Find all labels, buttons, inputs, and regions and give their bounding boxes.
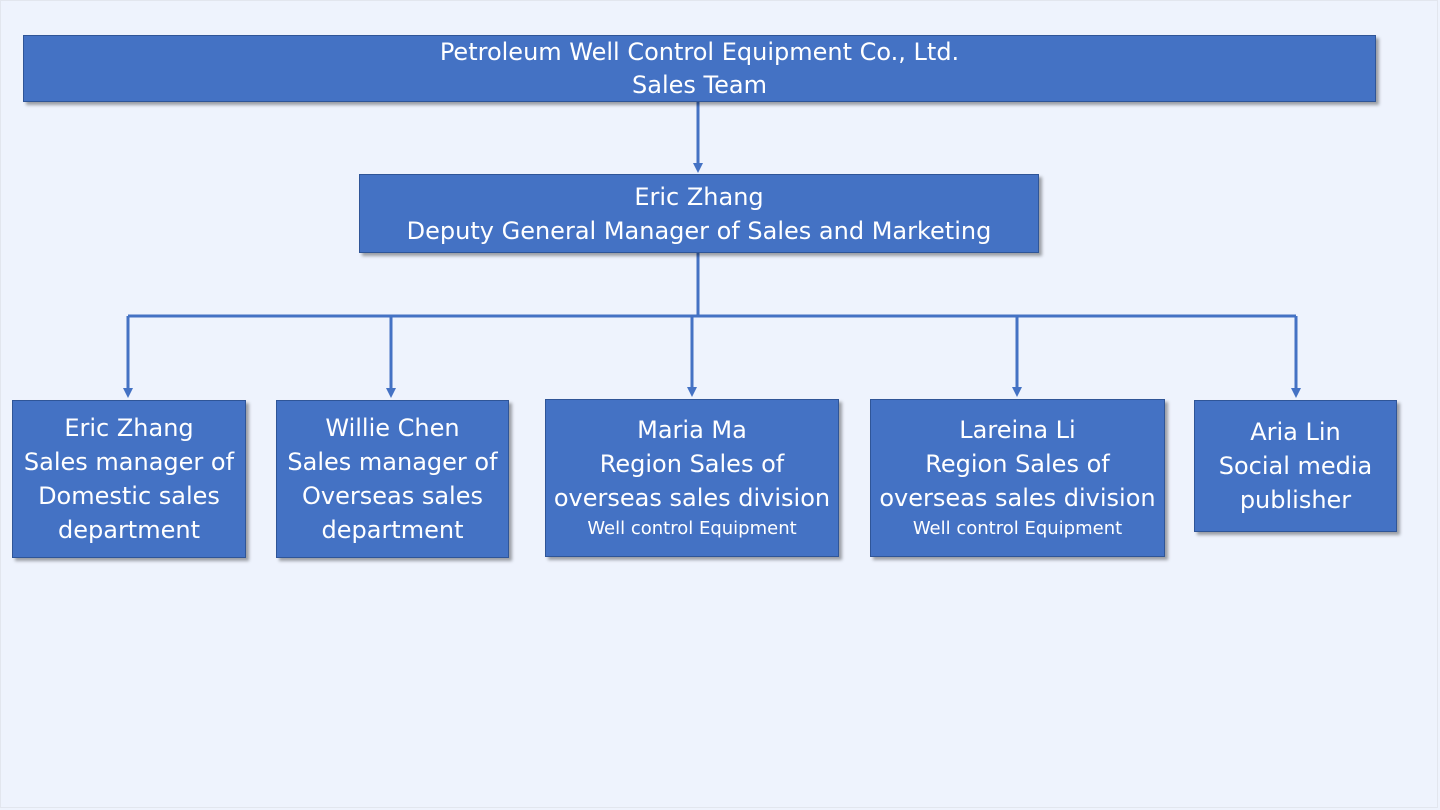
member-note: Well control Equipment	[912, 518, 1123, 539]
org-manager-box: Eric Zhang Deputy General Manager of Sal…	[359, 174, 1039, 253]
manager-name: Eric Zhang	[634, 182, 764, 211]
org-top-box: Petroleum Well Control Equipment Co., Lt…	[23, 35, 1376, 102]
org-member-box-5: Aria Lin Social media publisher	[1194, 400, 1397, 532]
member-role-line: Region Sales of	[599, 450, 785, 478]
member-name: Maria Ma	[637, 416, 747, 444]
team-name: Sales Team	[632, 70, 767, 99]
company-name: Petroleum Well Control Equipment Co., Lt…	[439, 37, 960, 66]
member-role-line: Domestic sales	[38, 482, 220, 510]
member-role-line: Region Sales of	[925, 450, 1110, 478]
member-role-line: publisher	[1239, 486, 1352, 514]
org-member-box-3: Maria Ma Region Sales of overseas sales …	[545, 399, 839, 557]
member-role-line: Sales manager of	[287, 448, 498, 476]
member-role-line: Sales manager of	[23, 448, 235, 476]
member-name: Eric Zhang	[64, 414, 194, 442]
org-member-box-1: Eric Zhang Sales manager of Domestic sal…	[12, 400, 246, 558]
member-name: Willie Chen	[325, 414, 460, 442]
member-name: Lareina Li	[959, 416, 1076, 444]
member-role-line: department	[321, 516, 464, 544]
member-role-line: overseas sales division	[553, 484, 831, 512]
member-role-line: Social media	[1218, 452, 1373, 480]
org-member-box-4: Lareina Li Region Sales of overseas sale…	[870, 399, 1165, 557]
member-role-line: overseas sales division	[879, 484, 1156, 512]
manager-title: Deputy General Manager of Sales and Mark…	[406, 216, 992, 245]
member-role-line: Overseas sales	[302, 482, 483, 510]
member-note: Well control Equipment	[587, 518, 797, 539]
member-name: Aria Lin	[1250, 418, 1341, 446]
org-member-box-2: Willie Chen Sales manager of Overseas sa…	[276, 400, 509, 558]
member-role-line: department	[58, 516, 200, 544]
